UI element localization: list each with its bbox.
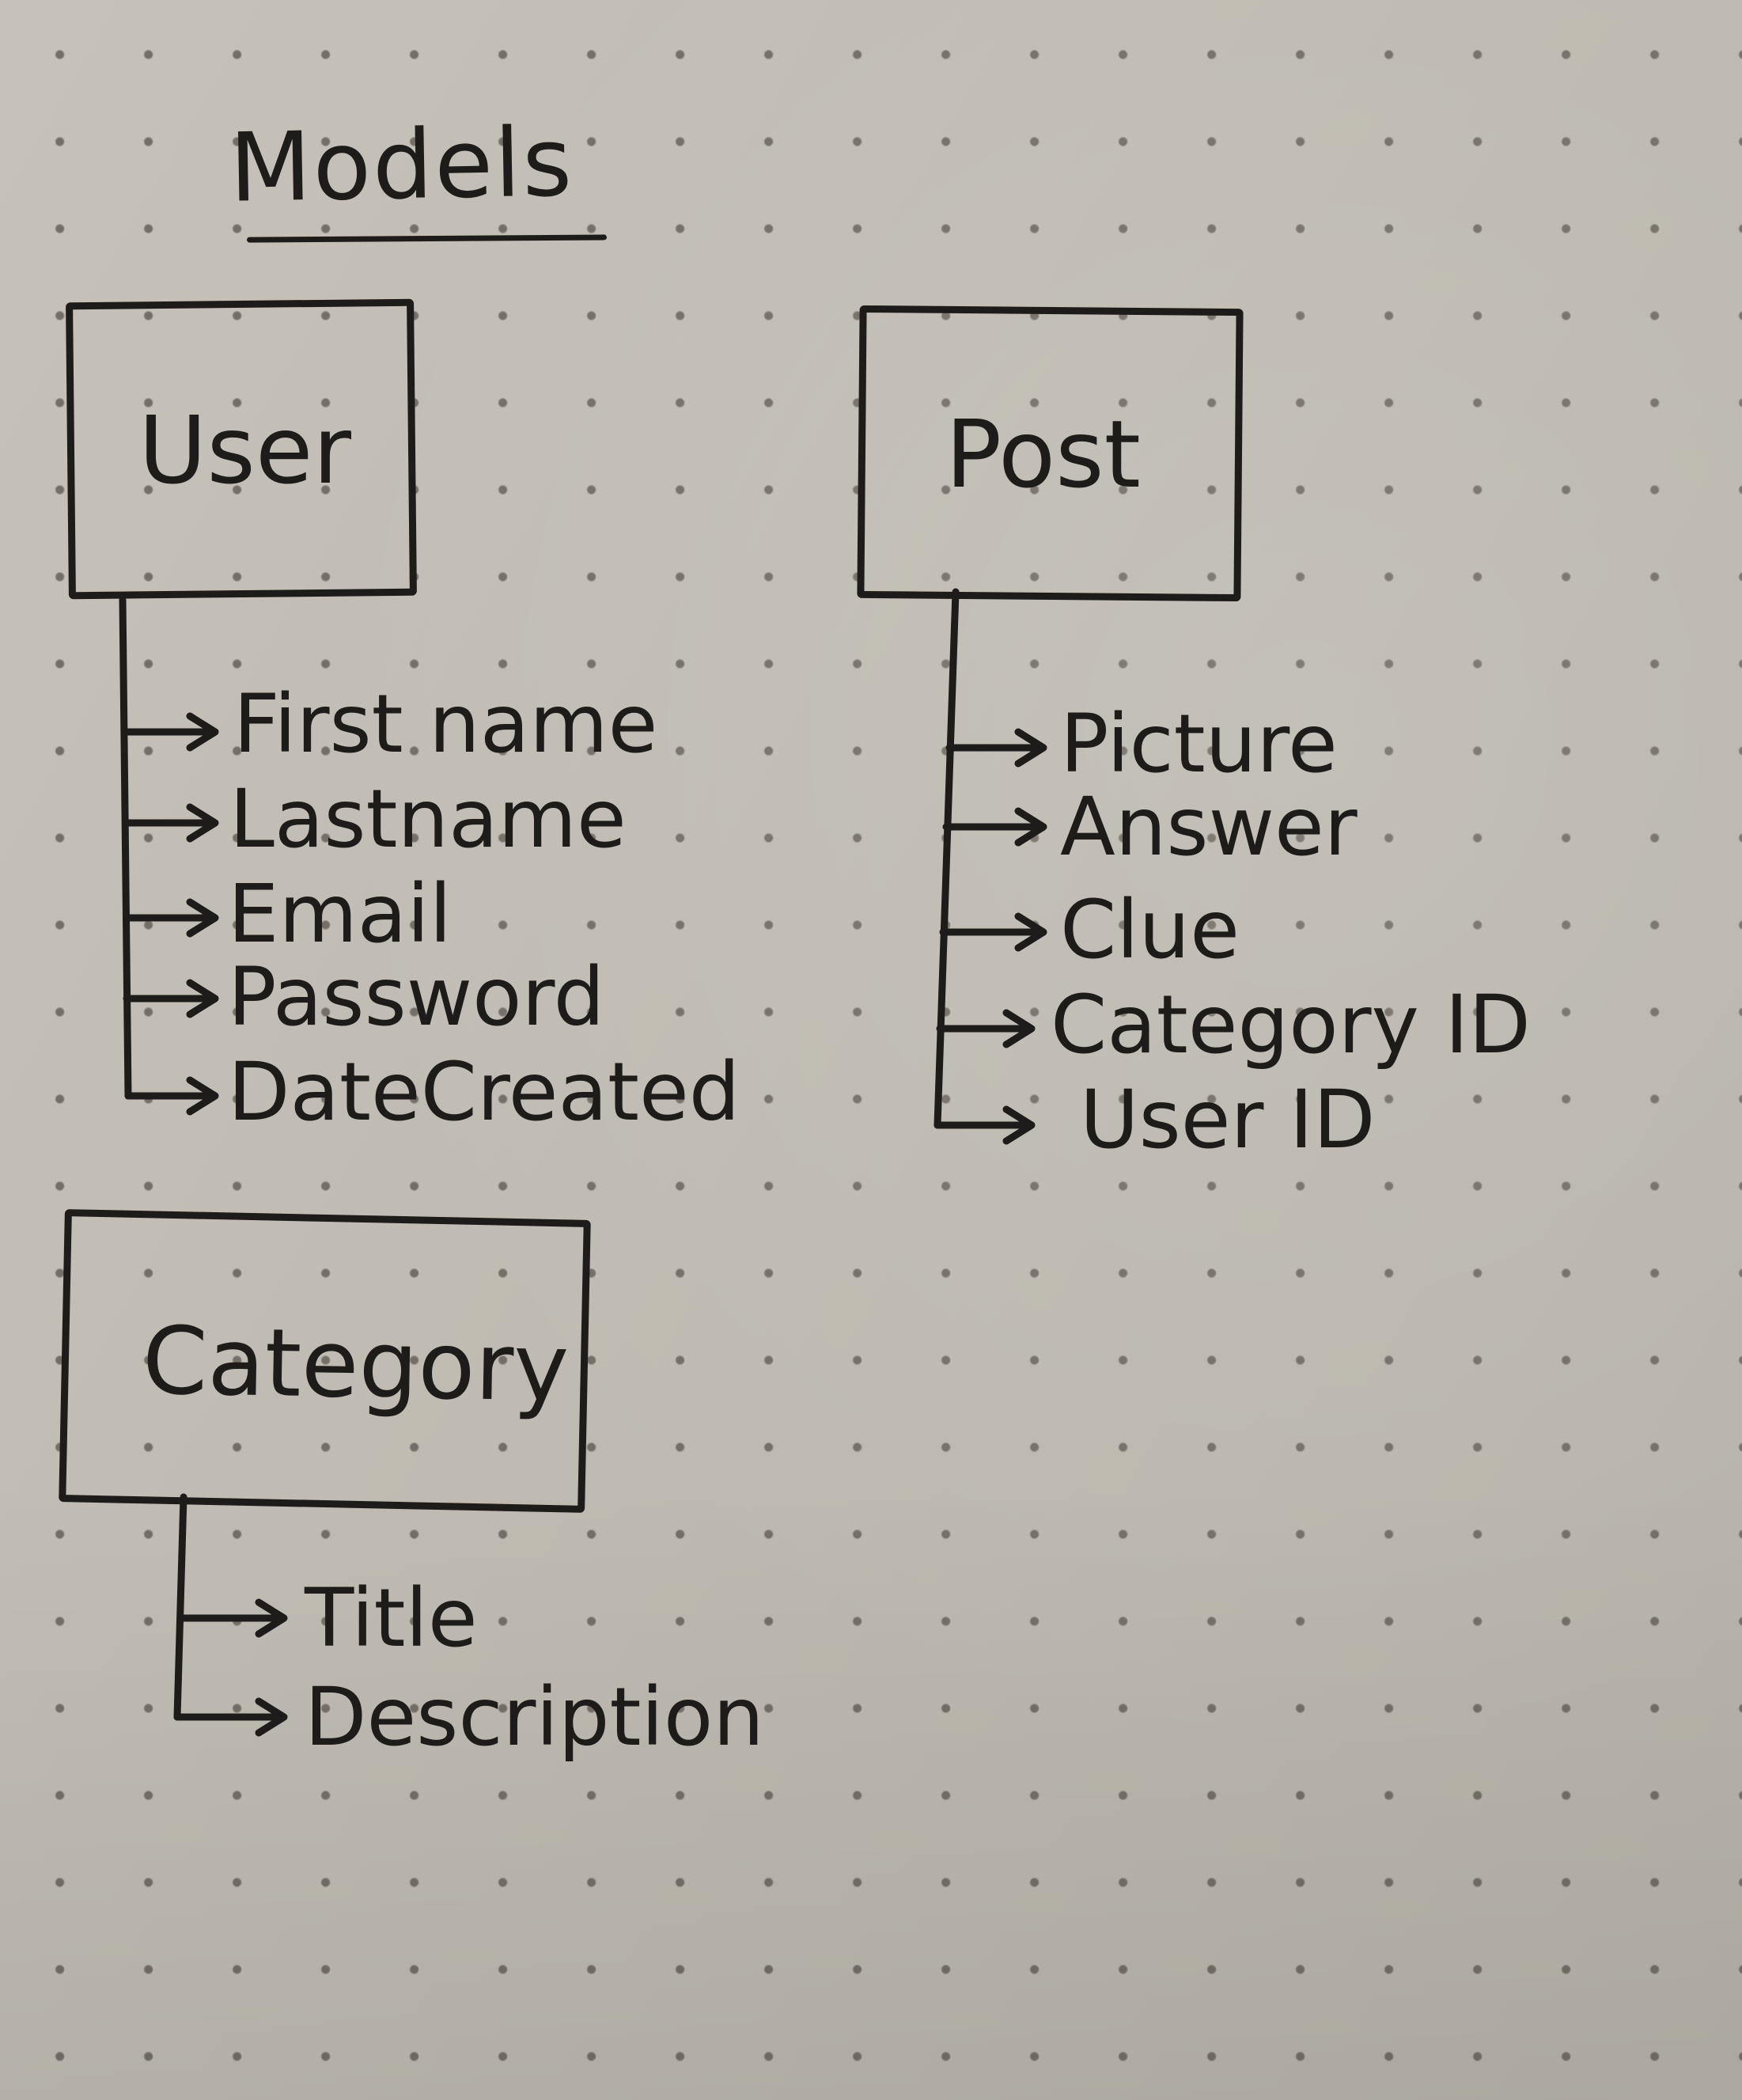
user-field-email: Email	[228, 867, 452, 961]
user-arrow-email	[123, 898, 219, 938]
post-arrow-user-id	[933, 1105, 1036, 1145]
user-field-datecreated: DateCreated	[228, 1045, 740, 1139]
user-arrow-lastname	[123, 803, 219, 843]
category-arrow-title	[178, 1598, 288, 1638]
category-arrow-description	[173, 1697, 288, 1737]
user-arrow-password	[123, 979, 219, 1018]
post-model-label: Post	[945, 400, 1141, 509]
post-arrow-picture	[945, 728, 1047, 768]
category-model-label: Category	[141, 1306, 570, 1423]
post-field-answer: Answer	[1060, 780, 1358, 874]
post-field-user-id: User ID	[1080, 1073, 1376, 1167]
post-arrow-category-id	[936, 1009, 1036, 1048]
category-connector-trunk	[173, 1493, 187, 1721]
post-arrow-answer	[942, 807, 1047, 847]
post-arrow-clue	[939, 912, 1047, 952]
user-field-lastname: Lastname	[229, 772, 627, 866]
user-connector-trunk	[119, 596, 132, 1100]
user-field-password: Password	[228, 950, 605, 1044]
category-field-title: Title	[305, 1571, 478, 1666]
user-field-first-name: First name	[233, 677, 658, 771]
post-field-category-id: Category ID	[1051, 978, 1531, 1072]
user-arrow-first-name	[123, 712, 219, 752]
post-field-clue: Clue	[1060, 883, 1240, 977]
post-field-picture: Picture	[1060, 697, 1338, 791]
post-connector-trunk	[933, 588, 960, 1129]
user-arrow-datecreated	[124, 1076, 219, 1116]
user-model-label: User	[138, 396, 351, 505]
category-field-description: Description	[305, 1670, 764, 1765]
